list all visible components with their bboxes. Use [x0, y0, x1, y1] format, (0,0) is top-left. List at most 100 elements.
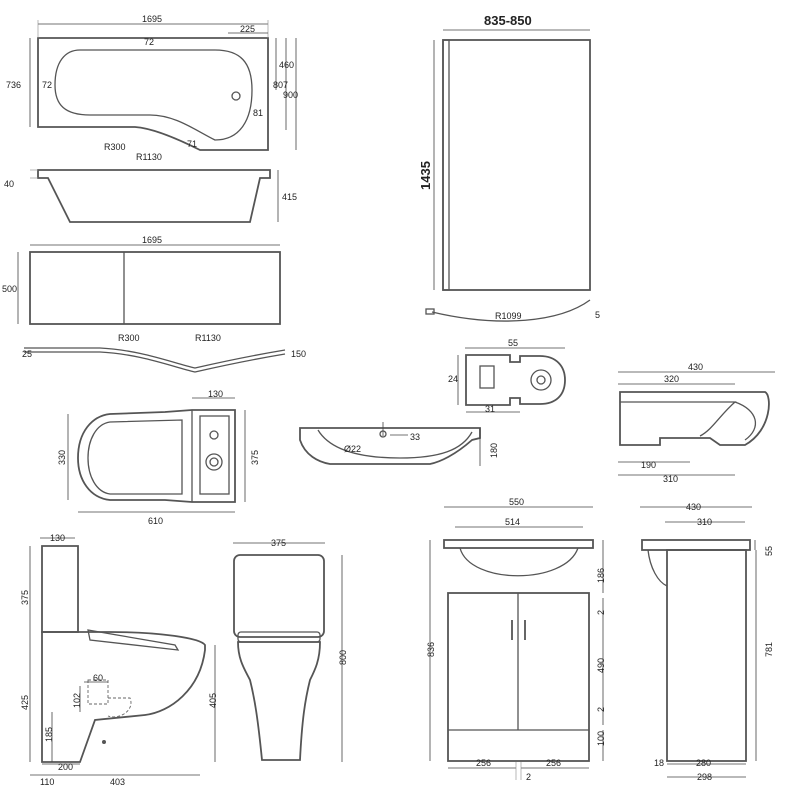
- basin-side-depth-label: 430: [688, 362, 703, 372]
- wc-front-width-label: 375: [271, 538, 286, 548]
- vanity-gap1-label: 2: [596, 610, 606, 615]
- vanity-gap2-label: 2: [596, 707, 606, 712]
- wc-side-pan: [41, 631, 206, 763]
- wc-side-tank-label: 130: [50, 533, 65, 543]
- vanity-inner-width-label: 514: [505, 517, 520, 527]
- vanity-basin-top: [443, 539, 594, 549]
- wc-side-waste-width-label: 60: [93, 673, 103, 683]
- bath-w900-label: 900: [283, 90, 298, 100]
- bath-lip-left-label: 72: [42, 80, 52, 90]
- wc-plan-outline: [77, 409, 236, 503]
- wc-plan-view: 130 330 375 610: [57, 389, 260, 526]
- wc-front-pan: [237, 641, 321, 761]
- wc-length-label: 610: [148, 516, 163, 526]
- bath-panel-outline: [29, 251, 281, 325]
- wc-side-waste-height-label: 185: [44, 727, 54, 742]
- bath-end-width-label: 225: [240, 24, 255, 34]
- bath-lip-right-label: 81: [253, 108, 263, 118]
- panel-height-label: 500: [2, 284, 17, 294]
- screen-gap-label: 5: [595, 310, 600, 320]
- bath-plan-inner-basin: [54, 49, 253, 141]
- screen-wall-profile: [442, 39, 450, 291]
- drain-icon: [231, 91, 241, 101]
- bath-side-outline: [37, 169, 271, 223]
- basin-side-base-label: 310: [663, 474, 678, 484]
- basin-front-view: 33 Ø22 180: [299, 422, 499, 466]
- wc-front-height-label: 800: [338, 650, 348, 665]
- vanity-side-inner-depth-label: 280: [696, 758, 711, 768]
- wc-side-waste-depth-label: 102: [72, 693, 82, 708]
- bath-lip-top-label: 72: [144, 37, 154, 47]
- vanity-plinth-label: 100: [596, 731, 606, 746]
- vanity-side-cabinet-label: 310: [697, 517, 712, 527]
- vanity-basin-bowl: [459, 547, 579, 577]
- vanity-side-body-height-label: 781: [764, 642, 774, 657]
- bath-lip-bottom-label: 71: [187, 139, 197, 149]
- basin-tap-offset-label: 33: [410, 432, 420, 442]
- profile-outline: [465, 354, 566, 406]
- bath-w460-label: 460: [279, 60, 294, 70]
- vanity-door-height-label: 490: [596, 658, 606, 673]
- bath-rim-label: 40: [4, 179, 14, 189]
- vanity-side-overhang-label: 55: [764, 546, 774, 556]
- profile-bottom-label: 31: [485, 404, 495, 414]
- profile-height-label: 24: [448, 374, 458, 384]
- wc-side-base-length-label: 403: [110, 777, 125, 787]
- profile-width-label: 55: [508, 338, 518, 348]
- vanity-side-view: 430 310 55 781 18 280 298: [640, 502, 774, 782]
- screen-panel-outline: [442, 39, 591, 291]
- screen-height-label: 1435: [418, 161, 433, 190]
- wc-front-tank: [233, 554, 325, 638]
- vanity-side-top: [641, 539, 751, 551]
- wc-side-tank-height-label: 375: [20, 590, 30, 605]
- basin-tap-dia-label: Ø22: [344, 444, 361, 454]
- basin-side-outline: [619, 391, 770, 446]
- vanity-front-view: 550 514 836 186 2 490 2 100 256 256 2: [426, 497, 606, 782]
- panel-length-label: 1695: [142, 235, 162, 245]
- waste-centre-icon: [102, 740, 106, 744]
- screen-swing-arc: [431, 299, 591, 322]
- panel-plan-right-label: 150: [291, 349, 306, 359]
- wc-side-seat-height-label: 405: [208, 693, 218, 708]
- panel-plan-radius-small-label: R300: [118, 333, 140, 343]
- basin-side-bowl-label: 190: [641, 460, 656, 470]
- bath-radius-small-label: R300: [104, 142, 126, 152]
- wc-side-seat: [87, 629, 180, 651]
- wc-width-right-label: 375: [250, 450, 260, 465]
- wc-side-pan-height-label: 425: [20, 695, 30, 710]
- panel-plan-view: R300 R1130 25 150: [22, 333, 306, 373]
- bath-depth-small-label: 736: [6, 80, 21, 90]
- basin-front-outline: [299, 427, 481, 465]
- wc-front-view: 375 800: [233, 538, 348, 762]
- wc-tank-depth-label: 130: [208, 389, 223, 399]
- vanity-side-cabinet: [666, 549, 747, 762]
- bath-w807-label: 807: [273, 80, 288, 90]
- wc-side-floor-offset-label: 110: [40, 777, 54, 787]
- wc-side-view: 130 375 425 185 102 60 200 110 403 405: [20, 533, 218, 787]
- vanity-door-left-width-label: 256: [476, 758, 491, 768]
- panel-plan-curve: [24, 347, 286, 369]
- flush-button-icon: [209, 430, 219, 440]
- panel-plan-left-label: 25: [22, 349, 32, 359]
- vanity-mid-gap-label: 2: [526, 772, 531, 782]
- profile-section-view: 55 24 31: [448, 338, 566, 414]
- bath-radius-large-label: R1130: [136, 152, 162, 162]
- vanity-door-right-width-label: 256: [546, 758, 561, 768]
- screen-radius-label: R1099: [495, 311, 522, 321]
- bath-side-view: 40 415: [4, 169, 297, 223]
- vanity-width-label: 550: [509, 497, 524, 507]
- wc-side-tank: [41, 545, 79, 633]
- basin-height-label: 180: [489, 443, 499, 458]
- bath-length-label: 1695: [142, 14, 162, 24]
- bath-height-label: 415: [282, 192, 297, 202]
- bath-plan-outline: [37, 37, 269, 151]
- basin-side-view: 430 320 190 310: [618, 362, 775, 484]
- screen-width-label: 835-850: [484, 13, 532, 28]
- vanity-height-label: 836: [426, 642, 436, 657]
- bath-panel-view: 1695 500: [2, 235, 281, 325]
- vanity-side-total-depth-label: 298: [697, 772, 712, 782]
- wc-side-waste-wall-label: 200: [58, 762, 73, 772]
- basin-side-inner-label: 320: [664, 374, 679, 384]
- wc-width-left-label: 330: [57, 450, 67, 465]
